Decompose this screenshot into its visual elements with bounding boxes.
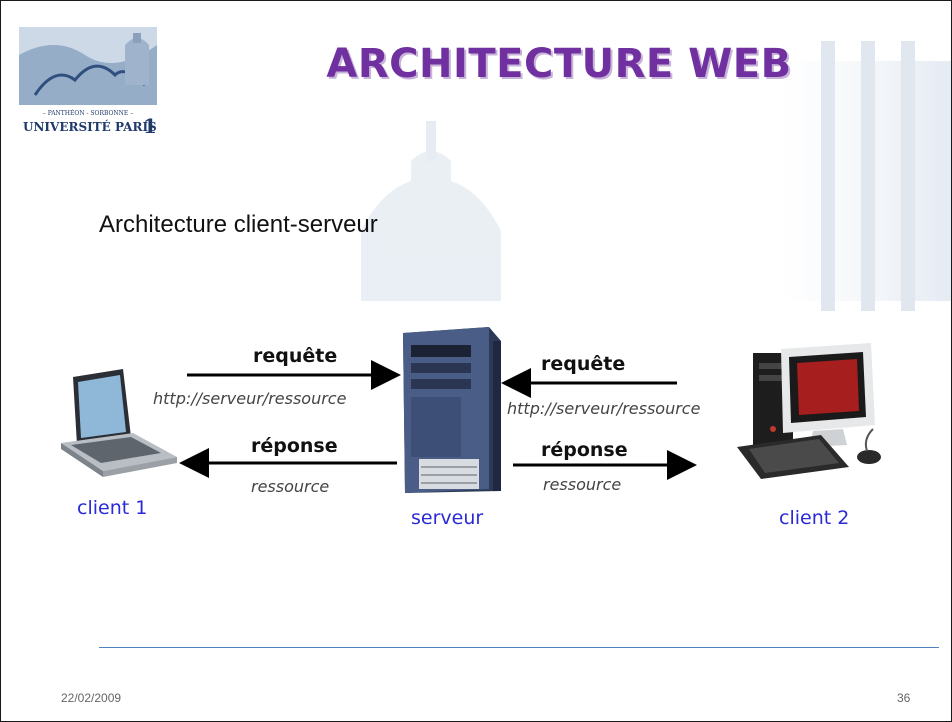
right-response-label: réponse bbox=[541, 439, 628, 461]
logo-numeral: 1 bbox=[143, 114, 157, 137]
right-response-body: ressource bbox=[543, 475, 622, 494]
logo-line2: UNIVERSITÉ PARIS bbox=[23, 119, 157, 134]
page-number: 36 bbox=[897, 691, 911, 705]
left-response-label: réponse bbox=[251, 435, 338, 457]
left-request-label: requête bbox=[253, 345, 338, 367]
client1-label: client 1 bbox=[77, 497, 148, 519]
slide-subtitle: Architecture client-serveur bbox=[99, 211, 378, 238]
server-icon bbox=[403, 327, 501, 493]
laptop-icon bbox=[61, 369, 177, 477]
server-label: serveur bbox=[411, 507, 484, 529]
client-server-diagram bbox=[61, 327, 881, 493]
logo-line1: – PANTHÉON - SORBONNE – bbox=[43, 109, 133, 117]
right-request-label: requête bbox=[541, 353, 626, 375]
client2-label: client 2 bbox=[779, 507, 850, 529]
footer-rule bbox=[99, 647, 939, 648]
university-logo: – PANTHÉON - SORBONNE – UNIVERSITÉ PARIS… bbox=[15, 25, 161, 137]
background-watermark bbox=[361, 41, 951, 311]
desktop-computer-icon bbox=[737, 343, 881, 479]
footer-date: 22/02/2009 bbox=[61, 691, 122, 705]
right-request-url: http://serveur/ressource bbox=[507, 399, 701, 418]
left-response-body: ressource bbox=[251, 477, 330, 496]
slide-title: ARCHITECTURE WEB bbox=[326, 41, 792, 87]
left-request-url: http://serveur/ressource bbox=[153, 389, 347, 408]
